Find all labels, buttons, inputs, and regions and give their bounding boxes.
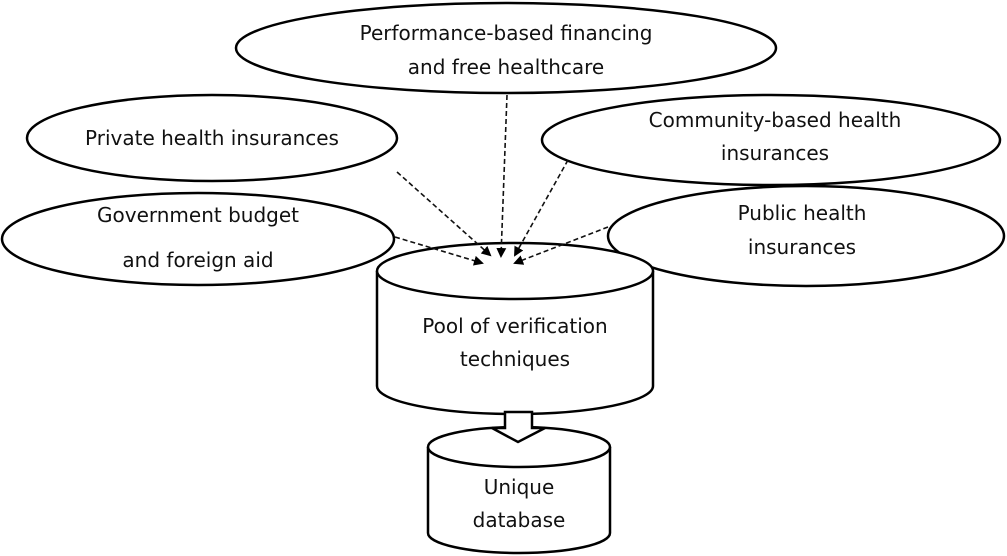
source-label-line2: insurances [748, 235, 856, 259]
pool-label-line2: techniques [460, 347, 570, 371]
arrow-community [514, 159, 569, 257]
database-cylinder: Unique database [426, 425, 612, 555]
pool-cylinder: Pool of verification techniques [375, 241, 655, 416]
database-label-line2: database [473, 508, 566, 532]
source-government-budget: Government budget and foreign aid [0, 191, 396, 287]
source-label-line1: Private health insurances [85, 126, 339, 150]
arrow-private [396, 171, 492, 257]
dashed-arrows [394, 94, 609, 266]
source-label-line1: Public health [738, 201, 867, 225]
database-label-line1: Unique [484, 475, 555, 499]
arrow-government [394, 236, 484, 266]
arrow-public [513, 226, 609, 265]
block-arrow-down [491, 410, 546, 444]
source-label-line1: Community-based health [649, 108, 902, 132]
pool-label-line1: Pool of verification [422, 314, 607, 338]
source-label-line1: Performance-based financing [360, 21, 653, 45]
source-private-health-insurances: Private health insurances [25, 93, 399, 183]
source-performance-based-financing: Performance-based financing and free hea… [234, 1, 778, 95]
source-label-line2: and foreign aid [122, 248, 273, 272]
source-label-line2: insurances [721, 141, 829, 165]
source-label-line2: and free healthcare [408, 55, 604, 79]
source-label-line1: Government budget [97, 203, 299, 227]
source-community-based-health-insurances: Community-based health insurances [540, 93, 1002, 187]
source-public-health-insurances: Public health insurances [606, 184, 1006, 288]
arrow-performance [496, 94, 508, 258]
